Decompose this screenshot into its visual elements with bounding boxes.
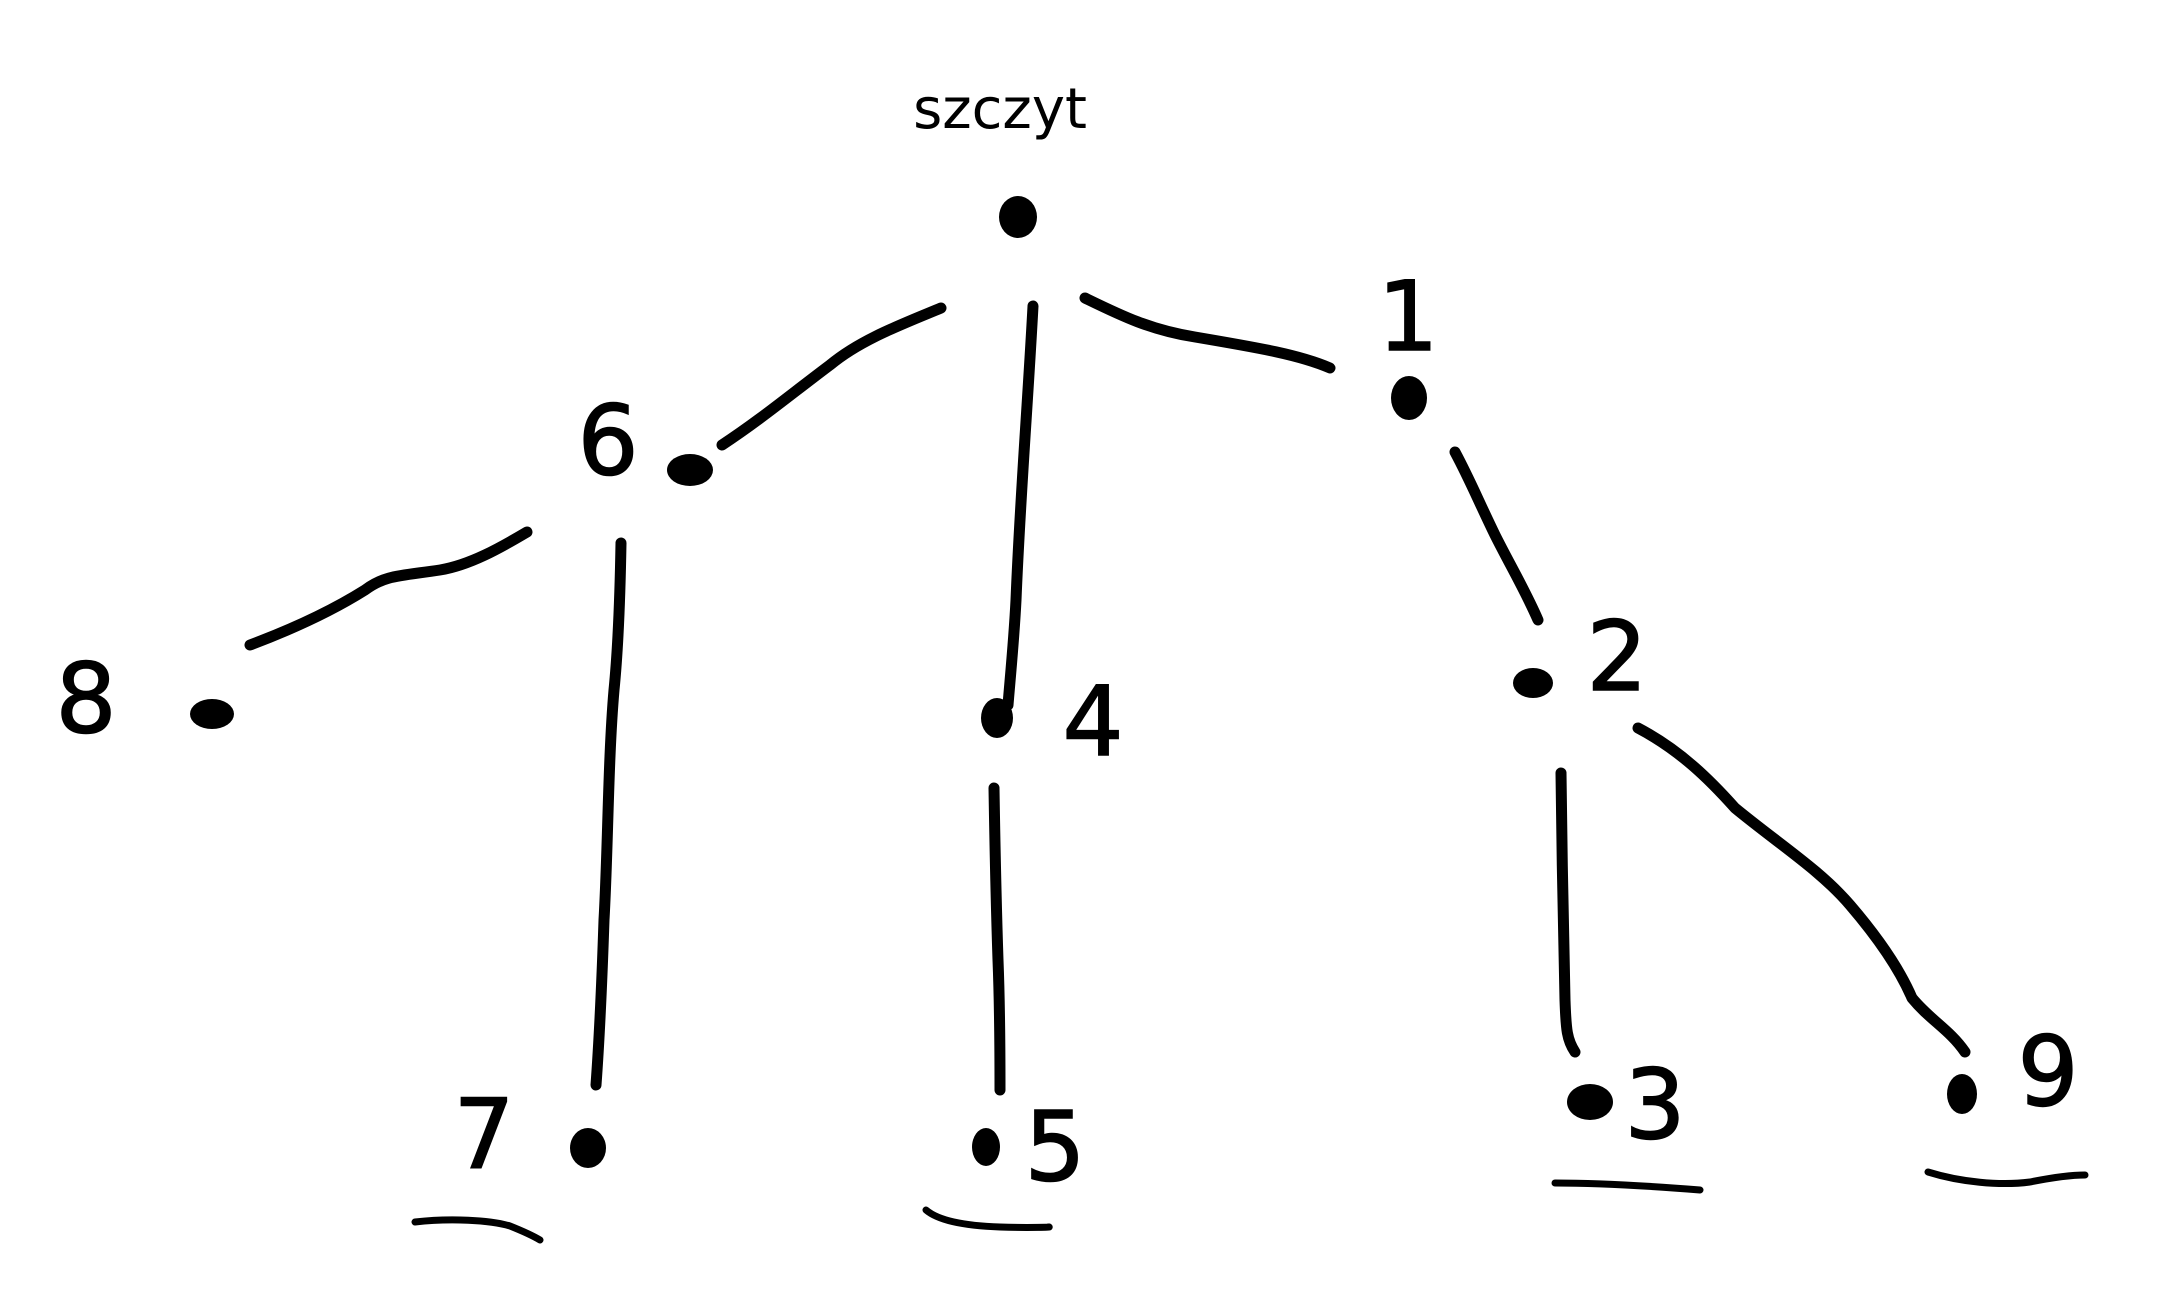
underline-9 — [1924, 1168, 2089, 1188]
node-label-1: 1 — [1377, 261, 1438, 373]
node-dot-7 — [570, 1128, 606, 1168]
edge-2-3 — [1555, 767, 1581, 1058]
node-dot-2 — [1513, 668, 1553, 698]
edge-root-1 — [1079, 292, 1336, 374]
node-label-8: 8 — [55, 643, 116, 755]
underline-5 — [922, 1206, 1053, 1231]
edge-1-2 — [1449, 446, 1544, 626]
node-dots — [190, 196, 1977, 1168]
node-label-2: 2 — [1586, 601, 1647, 713]
underline-7 — [411, 1216, 544, 1244]
underline-3 — [1551, 1179, 1704, 1194]
node-dot-6 — [667, 454, 713, 486]
leaf-underlines — [411, 1168, 2089, 1244]
node-label-3: 3 — [1624, 1049, 1685, 1161]
edge-root-6 — [716, 302, 947, 451]
node-label-7: 7 — [453, 1079, 514, 1191]
edge-6-8 — [244, 526, 533, 651]
node-dot-5 — [972, 1128, 1000, 1166]
edge-6-7 — [590, 537, 627, 1091]
root-label: szczyt — [913, 77, 1087, 142]
node-dot-3 — [1567, 1084, 1613, 1120]
node-label-6: 6 — [577, 385, 638, 497]
node-dot-1 — [1391, 376, 1427, 420]
edges — [244, 292, 1971, 1096]
node-label-5: 5 — [1024, 1091, 1085, 1203]
edge-4-5 — [988, 782, 1006, 1096]
node-dot-9 — [1947, 1074, 1977, 1114]
node-label-4: 4 — [1062, 666, 1123, 778]
node-label-9: 9 — [2017, 1016, 2078, 1128]
node-labels: 1 2 3 4 5 6 7 8 9 — [55, 260, 2080, 1204]
node-dot-root — [999, 196, 1037, 238]
node-dot-4 — [981, 698, 1013, 738]
node-dot-8 — [190, 699, 234, 729]
edge-2-9 — [1632, 722, 1971, 1058]
edge-root-4 — [1002, 300, 1039, 711]
